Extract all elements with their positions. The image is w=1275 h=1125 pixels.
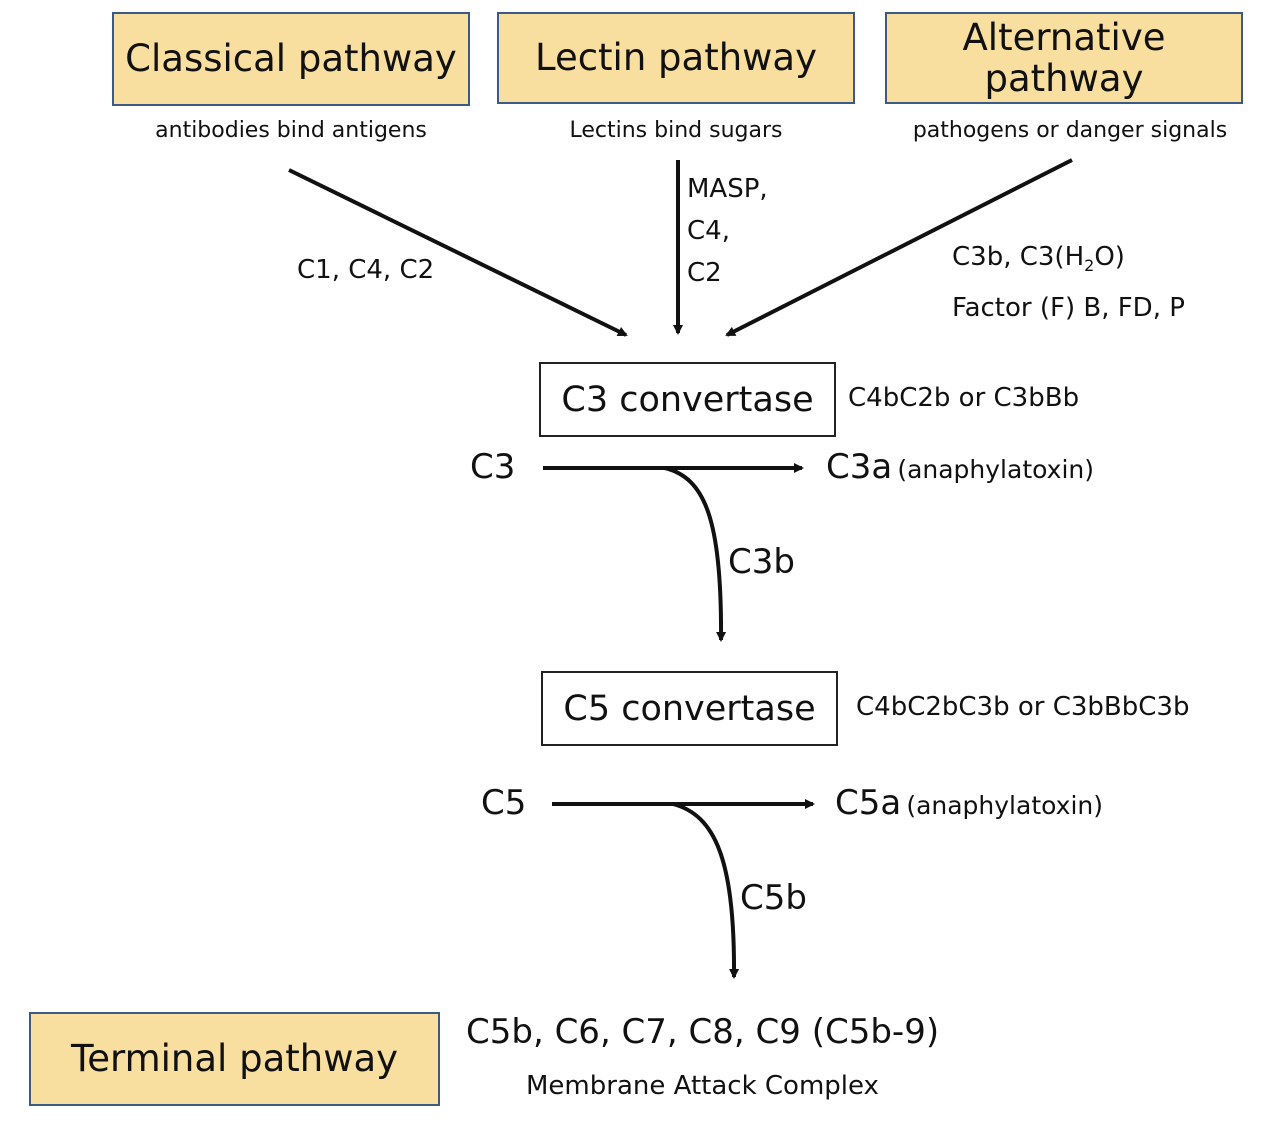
lectin-factors: MASP, C4, C2 <box>687 168 768 294</box>
c5a-product: C5a (anaphylatoxin) <box>835 783 1103 823</box>
c5b-product: C5b <box>740 878 807 918</box>
alternative-pathway-title: Alternative pathway <box>962 15 1166 100</box>
alternative-factors: C3b, C3(H2O) Factor (F) B, FD, P <box>952 236 1185 329</box>
c3a-note: (anaphylatoxin) <box>897 455 1094 484</box>
terminal-complex: Membrane Attack Complex <box>526 1071 879 1101</box>
c3-convertase-box: C3 convertase <box>539 362 836 437</box>
c3-convertase-note: C4bC2b or C3bBb <box>848 383 1080 413</box>
alternative-arrow <box>725 158 1073 337</box>
c5-convertase-box: C5 convertase <box>541 671 838 746</box>
c5-convertase-label: C5 convertase <box>563 688 816 729</box>
classical-pathway-subtitle: antibodies bind antigens <box>155 118 427 143</box>
c5-convertase-note: C4bC2bC3b or C3bBbC3b <box>856 692 1190 722</box>
c5-substrate: C5 <box>481 783 527 823</box>
c5a-label: C5a <box>835 783 902 823</box>
lectin-pathway-title: Lectin pathway <box>534 36 818 80</box>
lectin-factor-c2: C2 <box>687 258 722 288</box>
lectin-factor-masp: MASP, <box>687 174 768 204</box>
c3a-label: C3a <box>826 447 893 487</box>
c3b-arrow <box>664 466 727 642</box>
c3-substrate: C3 <box>470 447 516 487</box>
c5a-note: (anaphylatoxin) <box>906 791 1103 820</box>
lectin-pathway-box: Lectin pathway <box>497 12 855 104</box>
classical-factors: C1, C4, C2 <box>297 255 435 285</box>
alternative-factors-line2: Factor (F) B, FD, P <box>952 293 1185 324</box>
lectin-factor-c4: C4, <box>687 216 730 246</box>
c3b-product: C3b <box>728 542 795 582</box>
c3a-product: C3a (anaphylatoxin) <box>826 447 1094 487</box>
terminal-components: C5b, C6, C7, C8, C9 (C5b-9) <box>466 1012 940 1052</box>
terminal-pathway-box: Terminal pathway <box>29 1012 440 1106</box>
terminal-pathway-title: Terminal pathway <box>70 1037 399 1081</box>
c5b-arrow <box>672 802 740 979</box>
alternative-pathway-subtitle: pathogens or danger signals <box>912 118 1228 143</box>
lectin-pathway-subtitle: Lectins bind sugars <box>569 118 783 143</box>
classical-pathway-title: Classical pathway <box>125 37 457 81</box>
c3-convertase-label: C3 convertase <box>561 379 814 420</box>
classical-pathway-box: Classical pathway <box>112 12 470 106</box>
alternative-pathway-box: Alternative pathway <box>885 12 1243 104</box>
alternative-factors-line1: C3b, C3(H2O) <box>952 242 1125 276</box>
classical-arrow <box>288 168 628 337</box>
